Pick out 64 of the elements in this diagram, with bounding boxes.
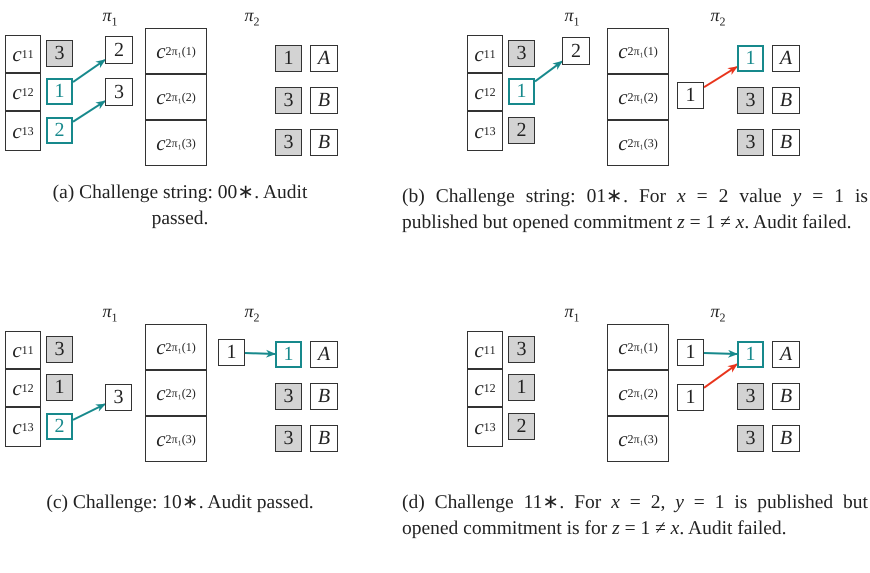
- value-box: 3: [46, 336, 73, 363]
- value-box: 3: [737, 129, 764, 156]
- permutation-label: π$_{2}$: [709, 300, 727, 327]
- value-box: 3: [275, 383, 302, 410]
- value-box: 3: [46, 40, 73, 67]
- value-box: 3: [105, 384, 132, 411]
- letter-box: A: [310, 341, 338, 368]
- value-box: 1: [677, 82, 704, 109]
- value-box: 2: [562, 37, 590, 65]
- arrow: [72, 58, 106, 83]
- value-box: 1: [275, 45, 302, 72]
- permutation-label: π$_{2}$: [243, 4, 261, 31]
- value-box: 2: [46, 413, 73, 440]
- value-box: 2: [46, 117, 73, 144]
- arrow: [244, 350, 276, 358]
- value-box: 1: [677, 339, 704, 366]
- letter-box: A: [310, 45, 338, 72]
- value-box: 3: [508, 336, 535, 363]
- caption: (d) Challenge 11∗. For x = 2, y = 1 is published but opened commitment is for z = 1 ≠ x. Audit failed.: [402, 491, 868, 541]
- value-box: 3: [275, 87, 302, 114]
- letter-box: B: [310, 129, 338, 156]
- letter-box: B: [310, 425, 338, 452]
- value-box: 1: [508, 78, 535, 105]
- value-box: 1: [508, 374, 535, 401]
- value-box: 3: [737, 87, 764, 114]
- arrow: [72, 403, 106, 421]
- value-box: 2: [508, 117, 535, 144]
- value-box: 1: [737, 45, 764, 72]
- caption: (a) Challenge string: 00∗. Audit passed.: [52, 181, 308, 231]
- permutation-label: π$_{1}$: [101, 4, 119, 31]
- caption: (c) Challenge: 10∗. Audit passed.: [45, 491, 315, 515]
- value-box: 3: [105, 78, 133, 106]
- letter-box: B: [772, 129, 800, 156]
- letter-box: B: [310, 383, 338, 410]
- letter-box: A: [772, 45, 800, 72]
- value-box: 2: [508, 413, 535, 440]
- arrow: [534, 60, 563, 82]
- permutation-label: π$_{1}$: [563, 4, 581, 31]
- value-box: 1: [275, 341, 302, 368]
- letter-box: A: [772, 341, 800, 368]
- letter-box: B: [772, 383, 800, 410]
- value-box: 1: [737, 341, 764, 368]
- arrow: [72, 100, 106, 123]
- arrow: [703, 66, 738, 88]
- value-box: 3: [275, 425, 302, 452]
- arrow: [704, 350, 738, 358]
- caption: (b) Challenge string: 01∗. For x = 2 value y = 1 is published but opened commitment z = 1 ≠ x. Audit failed.: [402, 185, 868, 235]
- value-box: 1: [677, 384, 704, 411]
- letter-box: B: [772, 87, 800, 114]
- arrow: [703, 363, 738, 389]
- value-box: 1: [46, 374, 73, 401]
- permutation-label: π$_{1}$: [563, 300, 581, 327]
- letter-box: B: [310, 87, 338, 114]
- value-box: 3: [275, 129, 302, 156]
- letter-box: B: [772, 425, 800, 452]
- permutation-label: π$_{1}$: [101, 300, 119, 327]
- value-box: 3: [508, 40, 535, 67]
- value-box: 2: [105, 36, 133, 64]
- permutation-label: π$_{2}$: [243, 300, 261, 327]
- value-box: 1: [218, 339, 245, 366]
- value-box: 1: [46, 78, 73, 105]
- value-box: 3: [737, 383, 764, 410]
- value-box: 3: [737, 425, 764, 452]
- permutation-label: π$_{2}$: [709, 4, 727, 31]
